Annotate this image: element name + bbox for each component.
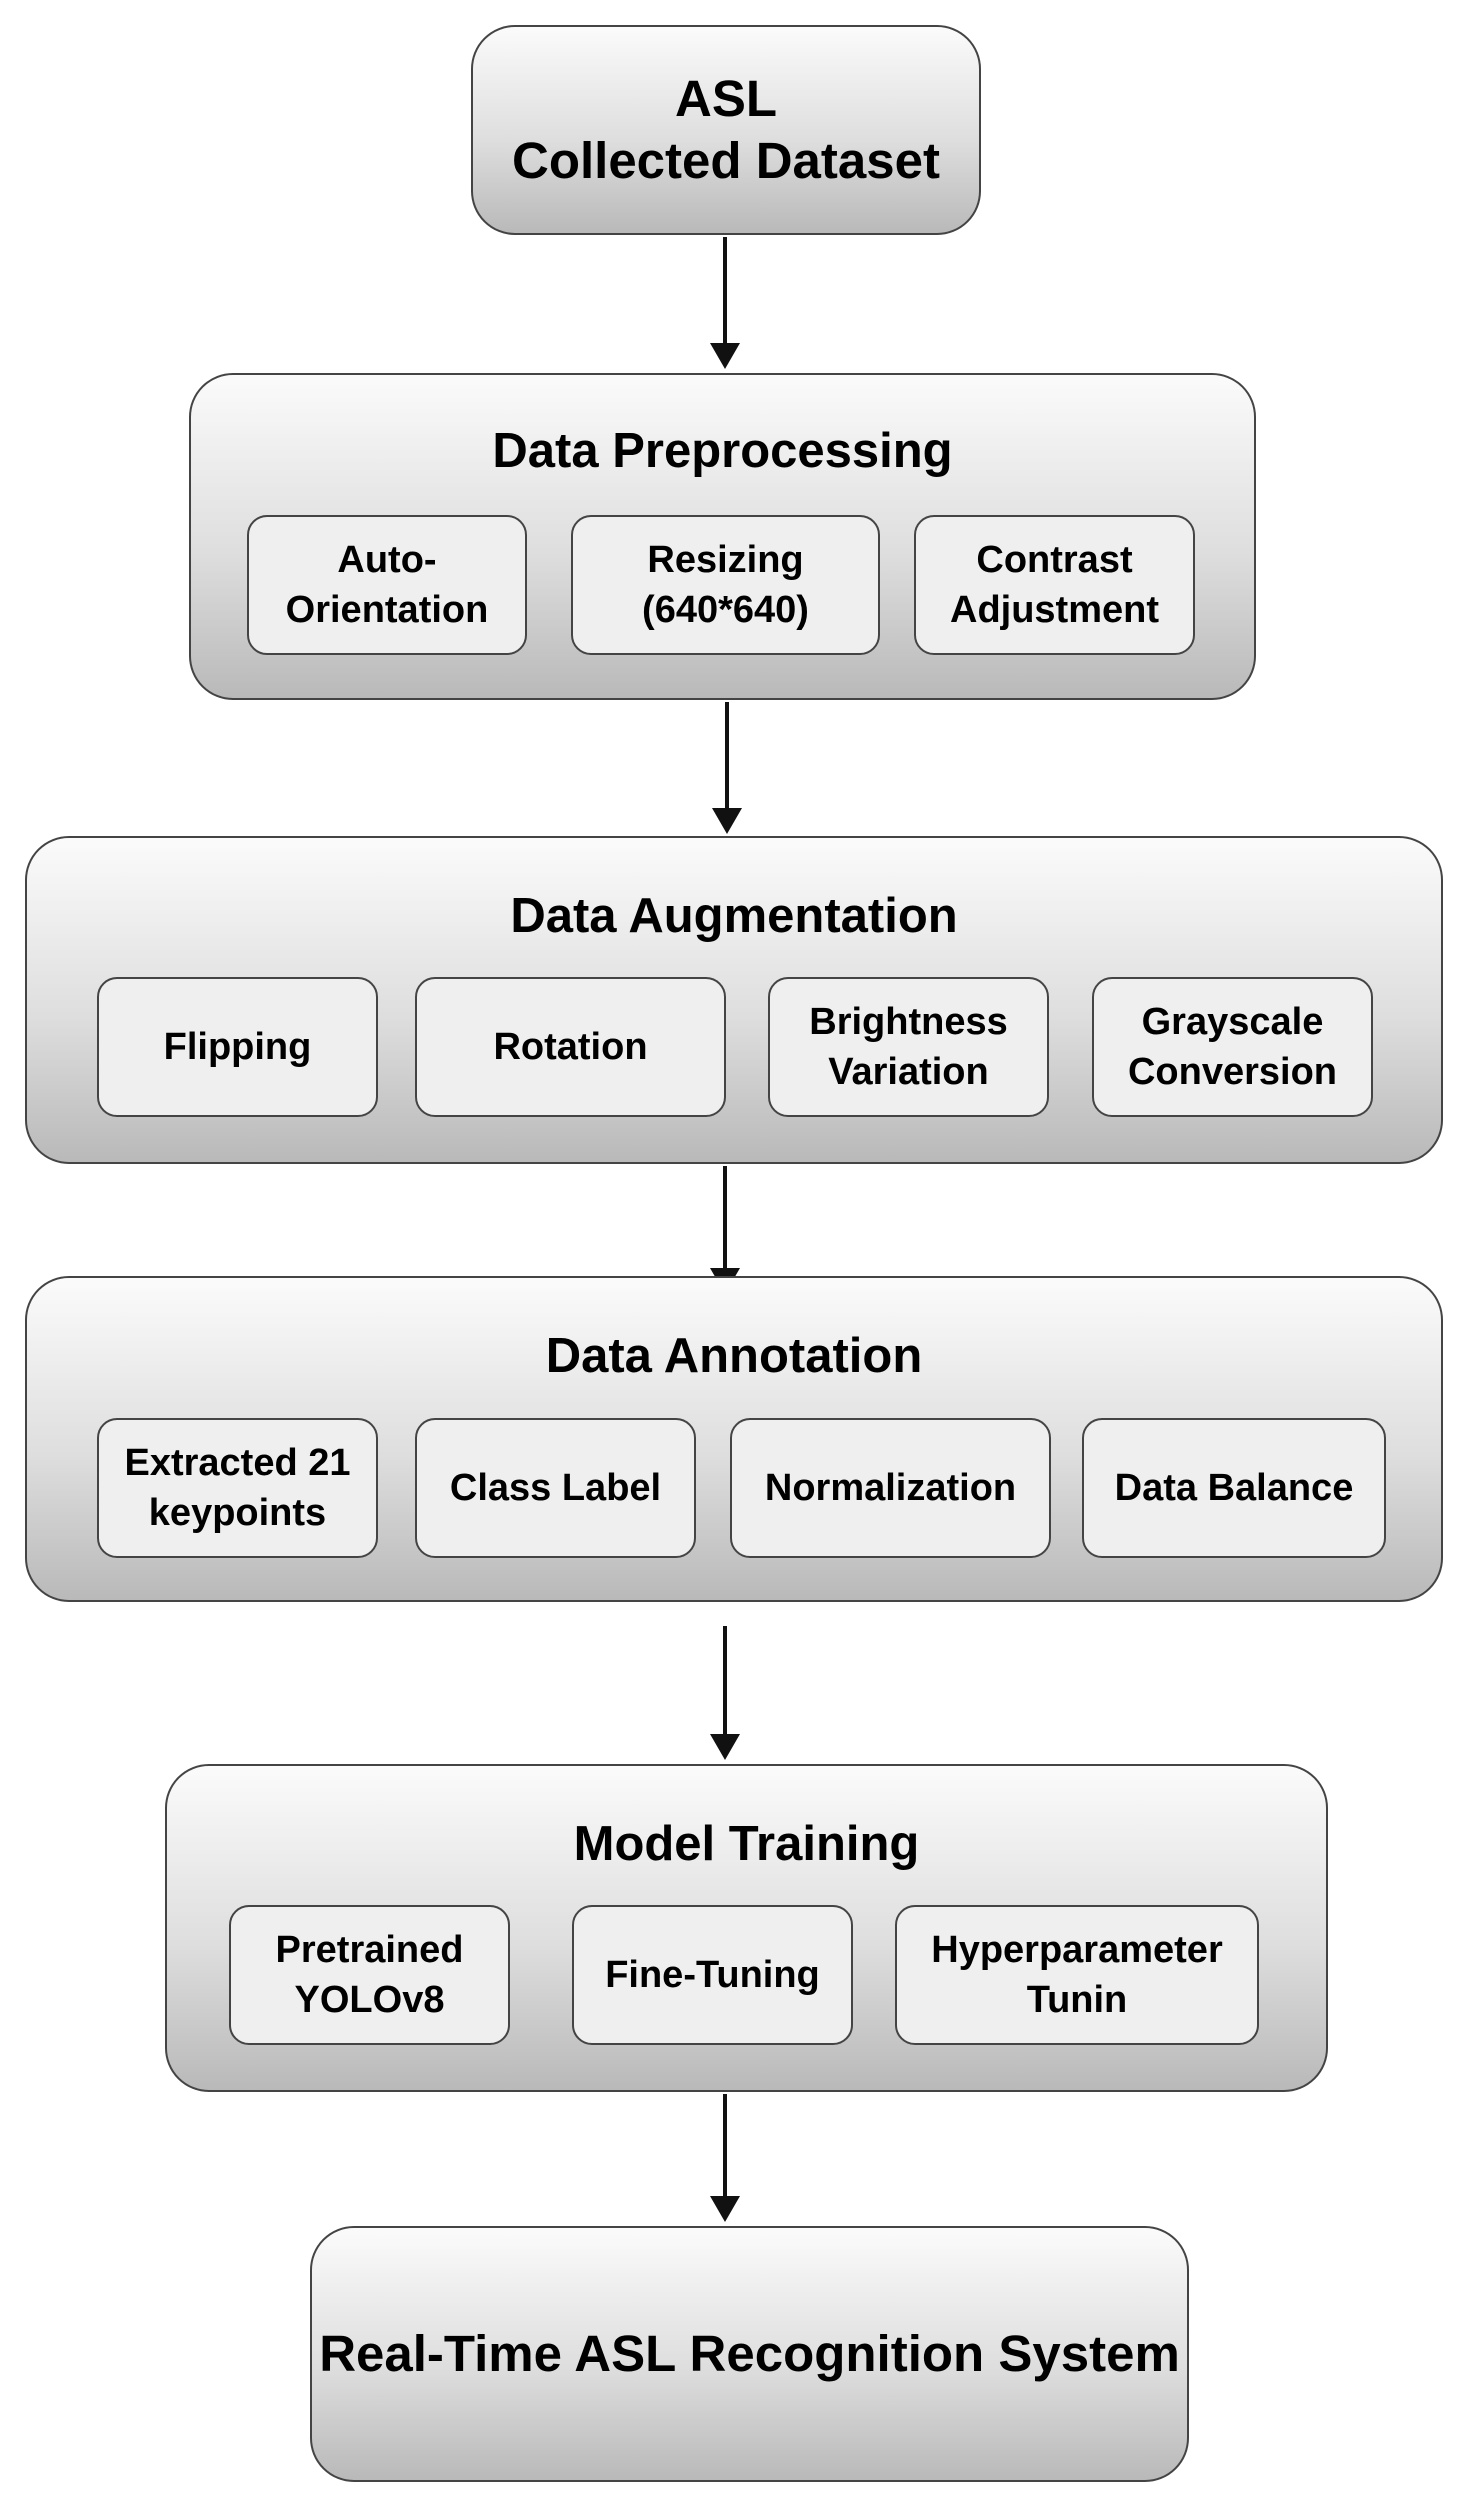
step-line: (640*640) <box>642 589 809 631</box>
step-line: Fine-Tuning <box>605 1954 820 1996</box>
stage-data-annotation: Data Annotation Extracted 21 keypoints Cl… <box>25 1276 1443 1602</box>
flow-arrow <box>705 2094 745 2222</box>
step-line: Pretrained <box>275 1929 464 1971</box>
step-resizing: Resizing (640*640) <box>571 515 880 655</box>
step-line: Adjustment <box>950 589 1159 631</box>
flow-arrow <box>705 237 745 369</box>
flow-arrow <box>705 1166 745 1294</box>
step-line: keypoints <box>148 1492 327 1534</box>
step-auto-orientation: Auto- Orientation <box>247 515 527 655</box>
step-line: Variation <box>828 1051 989 1093</box>
step-line: Orientation <box>285 589 489 631</box>
step-line: Class Label <box>449 1467 662 1509</box>
step-line: Hyperparameter <box>931 1929 1223 1971</box>
stage-data-preprocessing: Data Preprocessing Auto- Orientation Resi… <box>189 373 1256 700</box>
step-line: Resizing <box>647 539 804 581</box>
step-class-label: Class Label <box>415 1418 696 1558</box>
step-line: Rotation <box>493 1026 648 1068</box>
step-normalization: Normalization <box>730 1418 1051 1558</box>
stage-title: Model Training <box>573 1817 920 1871</box>
step-line: Conversion <box>1127 1051 1338 1093</box>
step-line: Normalization <box>764 1467 1017 1509</box>
source-box: ASL Collected Dataset <box>471 25 981 235</box>
step-line: Brightness <box>809 1001 1008 1043</box>
output-title: Real-Time ASL Recognition System <box>312 2323 1187 2385</box>
stage-title: Data Annotation <box>545 1329 923 1383</box>
stage-data-augmentation: Data Augmentation Flipping Rotation Brig… <box>25 836 1443 1164</box>
step-extracted-keypoints: Extracted 21 keypoints <box>97 1418 378 1558</box>
flow-arrow <box>705 1626 745 1760</box>
source-title: ASL Collected Dataset <box>473 68 979 192</box>
step-rotation: Rotation <box>415 977 726 1117</box>
source-title-line: Collected Dataset <box>512 132 940 189</box>
source-title-line: ASL <box>675 70 777 127</box>
step-line: Flipping <box>163 1026 312 1068</box>
step-fine-tuning: Fine-Tuning <box>572 1905 853 2045</box>
step-line: Extracted 21 <box>124 1442 351 1484</box>
step-line: Auto- <box>337 539 437 581</box>
step-line: YOLOv8 <box>294 1979 445 2021</box>
step-flipping: Flipping <box>97 977 378 1117</box>
stage-title: Data Preprocessing <box>492 424 953 478</box>
step-data-balance: Data Balance <box>1082 1418 1386 1558</box>
output-box: Real-Time ASL Recognition System <box>310 2226 1189 2482</box>
flow-arrow <box>707 702 747 834</box>
step-line: Tunin <box>1026 1979 1128 2021</box>
output-title-line: Real-Time ASL Recognition System <box>319 2325 1180 2382</box>
step-line: Contrast <box>976 539 1133 581</box>
stage-title: Data Augmentation <box>510 889 958 943</box>
step-line: Grayscale <box>1141 1001 1324 1043</box>
step-line: Data Balance <box>1114 1467 1354 1509</box>
